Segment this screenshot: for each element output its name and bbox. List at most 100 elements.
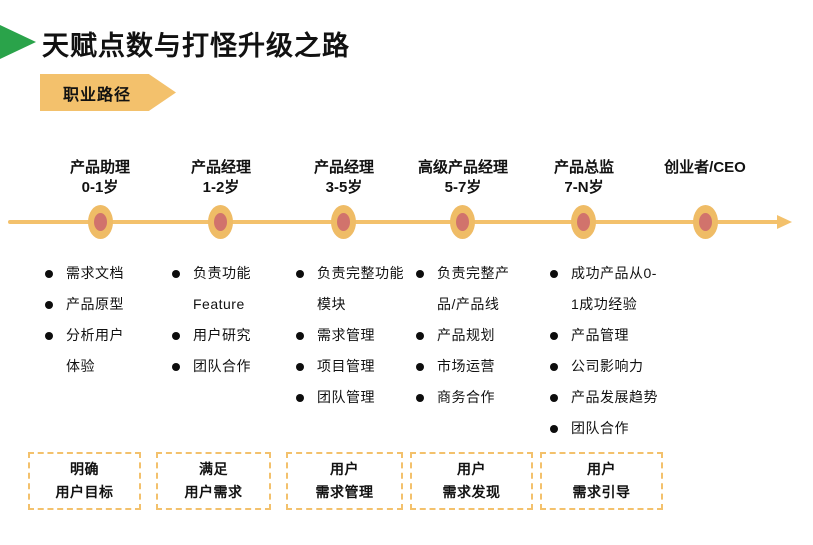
bullet-icon xyxy=(45,270,53,278)
bullet-icon xyxy=(416,394,424,402)
bullet-icon xyxy=(172,270,180,278)
stage-label-product-manager-junior: 产品经理 1-2岁 xyxy=(191,158,251,198)
stage-label-founder-ceo: 创业者/CEO xyxy=(664,158,746,178)
bullet-icon xyxy=(45,332,53,340)
list-item: 负责完整功能 模块 xyxy=(296,258,422,320)
bullet-icon xyxy=(416,270,424,278)
bullet-icon xyxy=(296,363,304,371)
skill-text: 成功产品从0- 1成功经验 xyxy=(571,265,657,312)
skill-text: 团队合作 xyxy=(571,420,629,436)
list-item: 产品原型 xyxy=(45,289,165,320)
timeline-node xyxy=(207,205,233,239)
focus-box-user-needs-discovery: 用户 需求发现 xyxy=(410,452,533,510)
timeline-line xyxy=(8,220,780,224)
stage-label-product-manager-mid: 产品经理 3-5岁 xyxy=(314,158,374,198)
list-item: 团队合作 xyxy=(550,413,700,444)
timeline-node xyxy=(449,205,475,239)
stage-title: 产品总监 xyxy=(553,159,615,176)
list-item: 负责功能 Feature xyxy=(172,258,292,320)
skill-text: 负责完整功能 模块 xyxy=(317,265,404,312)
skill-text: 项目管理 xyxy=(317,358,375,374)
list-item: 团队合作 xyxy=(172,351,292,382)
skill-text: 公司影响力 xyxy=(571,358,644,374)
skills-column-pm-mid: 负责完整功能 模块 需求管理 项目管理 团队管理 xyxy=(296,258,422,413)
skill-text: 产品管理 xyxy=(571,327,629,343)
timeline-node-core xyxy=(455,213,469,231)
bullet-icon xyxy=(172,363,180,371)
stage-title: 产品助理 xyxy=(69,159,131,176)
skill-text: 负责完整产 品/产品线 xyxy=(437,265,510,312)
bullet-icon xyxy=(296,332,304,340)
bullet-icon xyxy=(45,301,53,309)
list-item: 分析用户 体验 xyxy=(45,320,165,382)
bullet-icon xyxy=(550,425,558,433)
stage-years: 0-1岁 xyxy=(81,179,119,196)
green-right-triangle-icon xyxy=(0,25,36,59)
focus-box-user-needs-management: 用户 需求管理 xyxy=(286,452,403,510)
stage-label-product-director: 产品总监 7-N岁 xyxy=(554,158,614,198)
list-item: 团队管理 xyxy=(296,382,422,413)
timeline-node xyxy=(87,205,113,239)
skill-text: 市场运营 xyxy=(437,358,495,374)
stage-label-product-assistant: 产品助理 0-1岁 xyxy=(70,158,130,198)
skill-text: 产品原型 xyxy=(66,296,124,312)
bullet-icon xyxy=(550,332,558,340)
skill-text: 需求文档 xyxy=(66,265,124,281)
list-item: 成功产品从0- 1成功经验 xyxy=(550,258,700,320)
focus-box-user-needs-guidance: 用户 需求引导 xyxy=(540,452,663,510)
list-item: 用户研究 xyxy=(172,320,292,351)
list-item: 需求文档 xyxy=(45,258,165,289)
bullet-icon xyxy=(296,394,304,402)
list-item: 市场运营 xyxy=(416,351,538,382)
bullet-icon xyxy=(416,332,424,340)
timeline-node-core xyxy=(93,213,107,231)
bullet-icon xyxy=(550,270,558,278)
bullet-icon xyxy=(550,363,558,371)
right-arrowhead-icon xyxy=(777,215,792,229)
stage-years: 1-2岁 xyxy=(202,179,240,196)
focus-box-satisfy-user-needs: 满足 用户需求 xyxy=(156,452,271,510)
timeline-node xyxy=(570,205,596,239)
career-path-badge: 职业路径 xyxy=(40,74,176,111)
stage-title: 产品经理 xyxy=(313,159,375,176)
skill-text: 分析用户 体验 xyxy=(66,327,124,374)
timeline-node-core xyxy=(336,213,350,231)
skill-text: 需求管理 xyxy=(317,327,375,343)
skills-column-product-director: 成功产品从0- 1成功经验 产品管理 公司影响力 产品发展趋势 团队合作 xyxy=(550,258,700,444)
focus-box-clarify-user-goals: 明确 用户目标 xyxy=(28,452,141,510)
skills-column-pm-junior: 负责功能 Feature 用户研究 团队合作 xyxy=(172,258,292,382)
list-item: 产品管理 xyxy=(550,320,700,351)
list-item: 项目管理 xyxy=(296,351,422,382)
bullet-icon xyxy=(416,363,424,371)
timeline-node xyxy=(330,205,356,239)
timeline-node xyxy=(692,205,718,239)
bullet-icon xyxy=(550,394,558,402)
stage-years: 7-N岁 xyxy=(564,179,604,196)
page-title: 天赋点数与打怪升级之路 xyxy=(42,31,350,61)
skill-text: 团队合作 xyxy=(193,358,251,374)
stage-label-senior-product-manager: 高级产品经理 5-7岁 xyxy=(418,158,508,198)
stage-years: 3-5岁 xyxy=(325,179,363,196)
skill-text: 产品规划 xyxy=(437,327,495,343)
timeline-node-core xyxy=(213,213,227,231)
bullet-icon xyxy=(296,270,304,278)
list-item: 产品发展趋势 xyxy=(550,382,700,413)
skill-text: 团队管理 xyxy=(317,389,375,405)
bullet-icon xyxy=(172,332,180,340)
list-item: 负责完整产 品/产品线 xyxy=(416,258,538,320)
skill-text: 负责功能 Feature xyxy=(193,265,251,312)
skill-text: 产品发展趋势 xyxy=(571,389,658,405)
timeline-node-core xyxy=(698,213,712,231)
career-path-badge-label: 职业路径 xyxy=(63,86,132,104)
stage-years: 5-7岁 xyxy=(444,179,482,196)
skills-column-senior-pm: 负责完整产 品/产品线 产品规划 市场运营 商务合作 xyxy=(416,258,538,413)
list-item: 产品规划 xyxy=(416,320,538,351)
list-item: 公司影响力 xyxy=(550,351,700,382)
skill-text: 用户研究 xyxy=(193,327,251,343)
skill-text: 商务合作 xyxy=(437,389,495,405)
list-item: 商务合作 xyxy=(416,382,538,413)
timeline-node-core xyxy=(576,213,590,231)
stage-title: 高级产品经理 xyxy=(417,159,509,176)
stage-title: 产品经理 xyxy=(190,159,252,176)
